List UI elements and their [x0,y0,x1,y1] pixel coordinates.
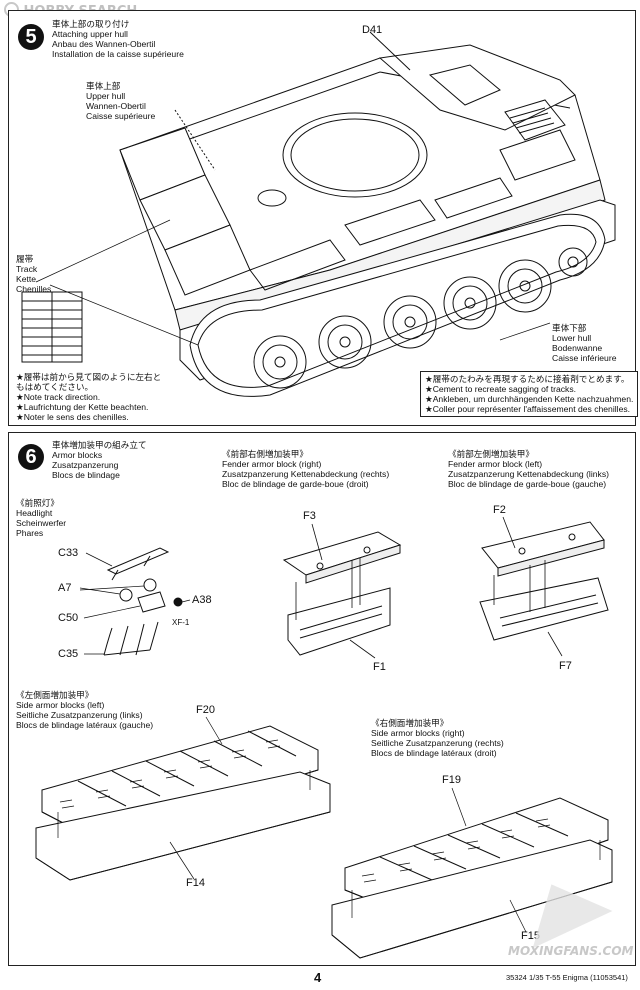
part-f2: F2 [493,504,506,516]
note-track-en: ★Note track direction. [16,392,101,402]
headlight-jp: 《前照灯》 [16,498,59,508]
upper-hull-label: 車体上部 Upper hull Wannen-Obertil Caisse su… [86,81,155,121]
side-left-en: Side armor blocks (left) [16,700,105,710]
note-cement-box: ★履帯のたわみを再現するために接着剤でとめます。 ★Cement to recr… [420,371,639,417]
step6-title-fr: Blocs de blindage [52,470,120,480]
track-de: Kette [16,274,37,284]
side-right-label: 《右側面増加装甲》 Side armor blocks (right) Seit… [371,718,504,758]
lower-hull-de: Bodenwanne [552,343,603,353]
note-track-de: ★Laufrichtung der Kette beachten. [16,402,149,412]
headlight-de: Scheinwerfer [16,518,67,528]
note-cement-en: ★Cement to recreate sagging of tracks. [425,384,577,394]
part-d41-label: D41 [362,24,383,36]
lower-hull-en: Lower hull [552,333,592,343]
upper-hull-fr: Caisse supérieure [86,111,156,121]
step5-title-fr: Installation de la caisse supérieure [52,49,184,59]
step5-title-de: Anbau des Wannen-Obertil [52,39,156,49]
note-cement-fr: ★Coller pour représenter l'affaissement … [425,404,631,414]
part-c35: C35 [58,648,79,660]
lower-hull-fr: Caisse inférieure [552,353,617,363]
part-a38: A38 [192,594,212,606]
note-track-jp2: もはめてください。 [16,382,94,392]
part-c33: C33 [58,547,79,559]
side-right-de: Seitliche Zusatzpanzerung (rechts) [371,738,504,748]
upper-hull-en: Upper hull [86,91,126,101]
headlight-label: 《前照灯》 Headlight Scheinwerfer Phares [16,498,66,538]
headlight-en: Headlight [16,508,53,518]
side-right-fr: Blocs de blindage latéraux (droit) [371,748,497,758]
fender-right-fr: Bloc de blindage de garde-boue (droit) [222,479,369,489]
note-track-direction: ★履帯は前から見て図のように左右と もはめてください。 ★Note track … [16,372,161,422]
headlight-fr: Phares [16,528,44,538]
part-f7: F7 [559,660,572,672]
footer-code: 35324 [506,973,527,982]
footer-info: 35324 1/35 T-55 Enigma (11053541) [506,973,628,983]
footer-model: 1/35 T-55 Enigma (11053541) [528,973,628,982]
note-track-fr: ★Noter le sens des chenilles. [16,412,129,422]
fender-right-label: 《前部右側増加装甲》 Fender armor block (right) Zu… [222,449,389,489]
note-track-jp1: ★履帯は前から見て図のように左右と [16,372,162,382]
side-left-jp: 《左側面増加装甲》 [16,690,94,700]
step6-title: 車体増加装甲の組み立て Armor blocks Zusatzpanzerung… [52,440,147,480]
fender-left-jp: 《前部左側増加装甲》 [448,449,534,459]
note-cement-de: ★Ankleben, um durchhängenden Kette nachz… [425,394,634,404]
lower-hull-jp: 車体下部 [552,323,587,333]
track-en: Track [16,264,38,274]
step5-title-jp: 車体上部の取り付け [52,19,130,29]
side-left-de: Seitliche Zusatzpanzerung (links) [16,710,143,720]
fender-right-en: Fender armor block (right) [222,459,322,469]
side-left-fr: Blocs de blindage latéraux (gauche) [16,720,154,730]
fender-left-de: Zusatzpanzerung Kettenabdeckung (links) [448,469,609,479]
step6-title-jp: 車体増加装甲の組み立て [52,440,147,450]
part-f20: F20 [196,704,215,716]
step6-title-de: Zusatzpanzerung [52,460,119,470]
part-f15: F15 [521,930,540,942]
side-left-label: 《左側面増加装甲》 Side armor blocks (left) Seitl… [16,690,153,730]
paint-xf1: XF-1 [172,618,190,627]
watermark-bottom-text: MOXINGFANS.COM [508,944,634,958]
step5-number: 5 [18,24,44,50]
part-a7: A7 [58,582,72,594]
lower-hull-label: 車体下部 Lower hull Bodenwanne Caisse inféri… [552,323,616,363]
part-f14: F14 [186,877,205,889]
fender-right-jp: 《前部右側増加装甲》 [222,449,308,459]
fender-right-de: Zusatzpanzerung Kettenabdeckung (rechts) [222,469,390,479]
fender-left-en: Fender armor block (left) [448,459,543,469]
upper-hull-jp: 車体上部 [86,81,121,91]
part-f3: F3 [303,510,316,522]
track-jp: 履帯 [16,254,34,264]
step5-title: 車体上部の取り付け Attaching upper hull Anbau des… [52,19,184,59]
part-f19: F19 [442,774,461,786]
note-cement-jp: ★履帯のたわみを再現するために接着剤でとめます。 [425,374,630,384]
part-f1: F1 [373,661,386,673]
step6-title-en: Armor blocks [52,450,103,460]
track-fr: Chenilles [16,284,52,294]
upper-hull-de: Wannen-Obertil [86,101,146,111]
side-right-jp: 《右側面増加装甲》 [371,718,449,728]
track-label: 履帯 Track Kette Chenilles [16,254,51,294]
fender-left-label: 《前部左側増加装甲》 Fender armor block (left) Zus… [448,449,609,489]
step5-title-en: Attaching upper hull [52,29,128,39]
fender-left-fr: Bloc de blindage de garde-boue (gauche) [448,479,607,489]
side-right-en: Side armor blocks (right) [371,728,465,738]
part-c50: C50 [58,612,79,624]
page-number: 4 [314,970,322,985]
moxingfans-watermark: MOXINGFANS.COM [508,865,634,958]
step6-number: 6 [18,444,44,470]
